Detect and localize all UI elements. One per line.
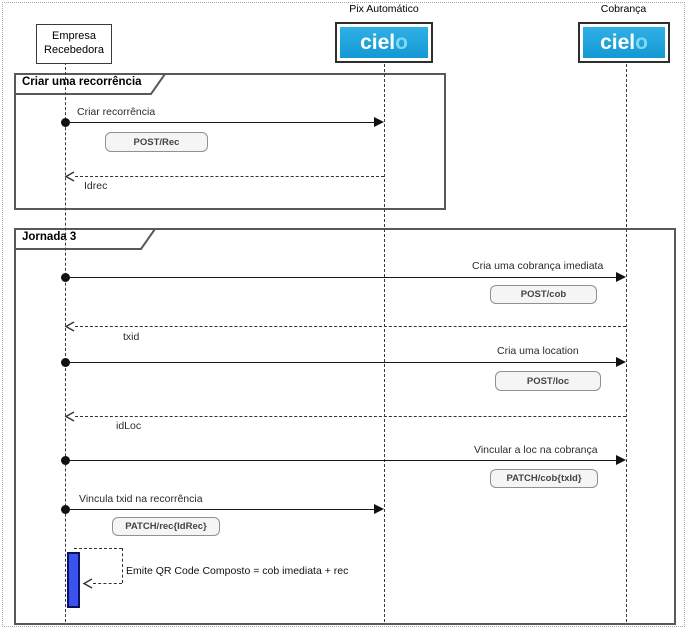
open-arrowhead-icon	[82, 578, 93, 589]
return-line	[75, 416, 626, 417]
message-label: Criar recorrência	[77, 106, 156, 118]
endpoint-post-cob: POST/cob	[490, 285, 597, 304]
return-label: txid	[123, 331, 140, 343]
message-label: Cria uma cobrança imediata	[472, 260, 604, 272]
participant-cobranca-label: Cobrança	[600, 3, 647, 15]
open-arrowhead-icon	[64, 321, 75, 332]
self-message-label: Emite QR Code Composto = cob imediata + …	[126, 565, 349, 577]
arrowhead-icon	[616, 455, 626, 465]
arrowhead-icon	[616, 357, 626, 367]
arrowhead-icon	[374, 504, 384, 514]
cielo-logo-o: o	[395, 30, 408, 54]
endpoint-post-loc: POST/loc	[495, 371, 601, 391]
message-line	[65, 509, 375, 510]
lifeline-pix-automatico	[384, 64, 385, 622]
endpoint-patch-cob-txid: PATCH/cob{txId}	[490, 469, 598, 488]
frame-jornada-3-tab: Jornada 3	[14, 228, 162, 252]
cielo-logo-text: ciel	[600, 30, 636, 54]
arrowhead-icon	[616, 272, 626, 282]
cielo-logo-text: ciel	[360, 30, 396, 54]
open-arrowhead-icon	[64, 171, 75, 182]
frame-jornada-3-title: Jornada 3	[22, 231, 77, 243]
cielo-logo-o: o	[635, 30, 648, 54]
message-label: Cria uma location	[497, 345, 579, 357]
return-label: idLoc	[116, 420, 142, 432]
message-label: Vincular a loc na cobrança	[474, 444, 598, 456]
participant-pix-label: Pix Automático	[349, 3, 419, 15]
frame-jornada-3	[14, 228, 676, 625]
participant-empresa-line2: Recebedora	[44, 44, 104, 56]
activation-bar	[67, 552, 80, 608]
participant-empresa-line1: Empresa	[51, 30, 97, 43]
self-message-line-top	[74, 548, 122, 549]
arrowhead-icon	[374, 117, 384, 127]
return-line	[75, 326, 626, 327]
endpoint-post-rec: POST/Rec	[105, 132, 208, 152]
self-message-line-bottom	[93, 583, 122, 584]
return-label: Idrec	[84, 180, 108, 192]
lifeline-empresa	[65, 62, 66, 622]
participant-empresa-recebedora: Empresa Recebedora	[36, 24, 112, 64]
message-line	[65, 460, 617, 461]
message-line	[65, 122, 375, 123]
frame-criar-recorrencia	[14, 73, 446, 210]
message-line	[65, 362, 617, 363]
message-line	[65, 277, 617, 278]
frame-tab-shape	[14, 73, 167, 95]
return-line	[75, 176, 384, 177]
endpoint-patch-rec-idrec: PATCH/rec{IdRec}	[112, 517, 220, 536]
lifeline-cobranca	[626, 64, 627, 622]
self-message-line-right	[122, 548, 123, 583]
open-arrowhead-icon	[64, 411, 75, 422]
frame-criar-recorrencia-title: Criar uma recorrência	[22, 76, 142, 88]
frame-tab-shape	[14, 228, 157, 250]
message-label: Vincula txid na recorrência	[79, 493, 203, 505]
frame-criar-recorrencia-tab: Criar uma recorrência	[14, 73, 170, 97]
